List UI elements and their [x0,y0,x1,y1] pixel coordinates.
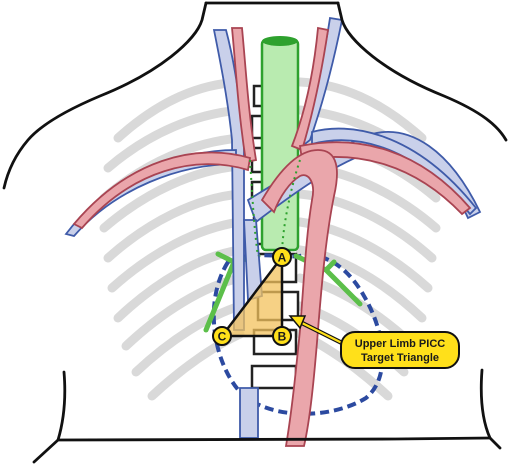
callout-line-2: Target Triangle [361,352,439,364]
callout-line-1: Upper Limb PICC [355,338,446,350]
vertex-a: A [273,248,291,266]
right-lower-torso [481,370,500,448]
vertex-c: C [213,327,231,345]
bronchus-right-branch [326,262,334,270]
vertex-b-label: B [278,330,287,344]
waist-line [58,438,490,440]
vertex-c-label: C [218,330,227,344]
vertebra-9 [252,366,296,388]
left-lower-torso [34,372,65,462]
right-shoulder-outline [338,3,506,140]
trachea-top [262,36,298,46]
vertex-a-label: A [278,251,287,265]
callout-box: Upper Limb PICC Target Triangle [341,332,459,368]
inferior-vena-cava [240,388,258,438]
vertex-b: B [273,327,291,345]
